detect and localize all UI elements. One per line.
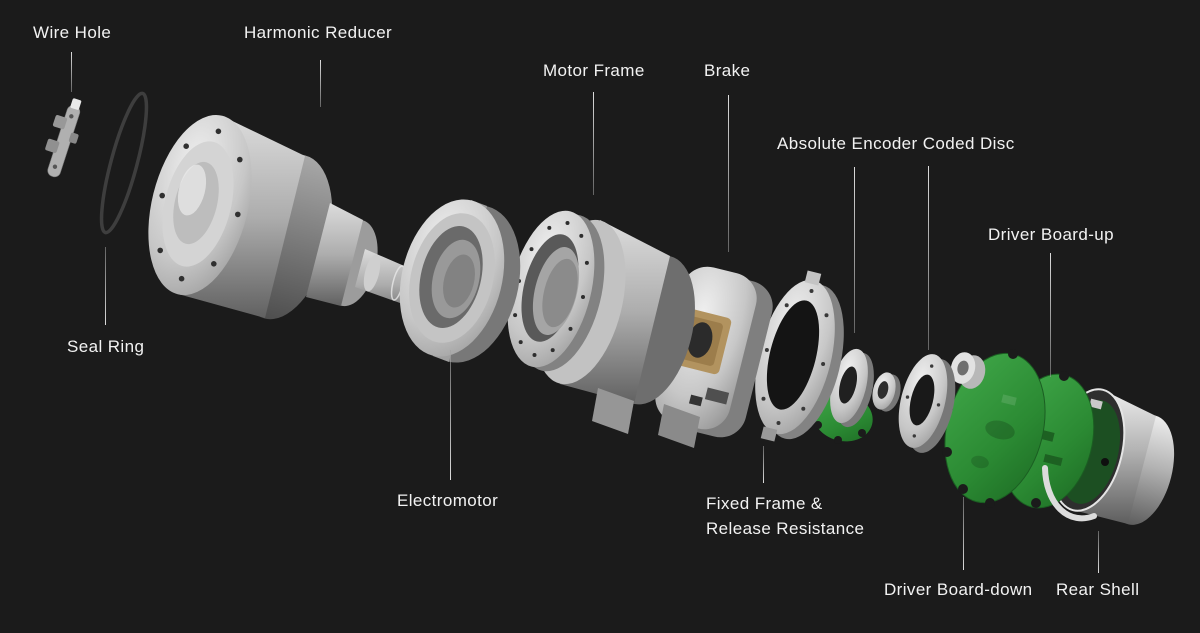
label-driver-board-up: Driver Board-up <box>988 225 1114 244</box>
leader-line-encoder-disc-2 <box>928 166 929 350</box>
leader-line-harmonic-reducer <box>320 60 321 107</box>
part-rear-shell-rim <box>1042 465 1097 522</box>
part-driver-board-down <box>942 349 1046 508</box>
part-seal-ring <box>99 91 149 235</box>
leader-line-encoder-disc-1 <box>854 167 855 333</box>
label-fixed-frame-release-resistance: Fixed Frame & Release Resistance <box>706 491 864 541</box>
label-rear-shell: Rear Shell <box>1056 580 1140 599</box>
leader-line-motor-frame <box>593 92 594 195</box>
leader-line-brake <box>728 95 729 252</box>
label-harmonic-reducer: Harmonic Reducer <box>244 23 393 42</box>
part-encoder-hub <box>872 372 901 412</box>
label-motor-frame: Motor Frame <box>543 61 645 80</box>
label-seal-ring: Seal Ring <box>67 337 145 356</box>
label-electromotor: Electromotor <box>397 491 499 510</box>
leader-line-electromotor <box>450 350 451 480</box>
part-encoder-coded-disc-2 <box>898 354 956 453</box>
leader-line-seal-ring <box>105 247 106 325</box>
label-wire-hole: Wire Hole <box>33 23 112 42</box>
label-absolute-encoder-coded-disc: Absolute Encoder Coded Disc <box>777 134 1015 153</box>
leader-line-rear-shell <box>1098 531 1099 573</box>
leader-line-wire-hole <box>71 52 72 92</box>
leader-line-fixed-frame <box>763 446 764 483</box>
label-fixed-frame-line2: Release Resistance <box>706 519 865 538</box>
part-electromotor <box>399 199 521 363</box>
label-brake: Brake <box>704 61 751 80</box>
label-driver-board-down: Driver Board-down <box>884 580 1033 599</box>
label-fixed-frame-line1: Fixed Frame & <box>706 494 823 513</box>
leader-line-driver-board-up <box>1050 253 1051 377</box>
part-wire-hole <box>45 98 82 178</box>
leader-line-driver-board-down <box>963 497 964 570</box>
part-motor-frame <box>507 210 605 372</box>
